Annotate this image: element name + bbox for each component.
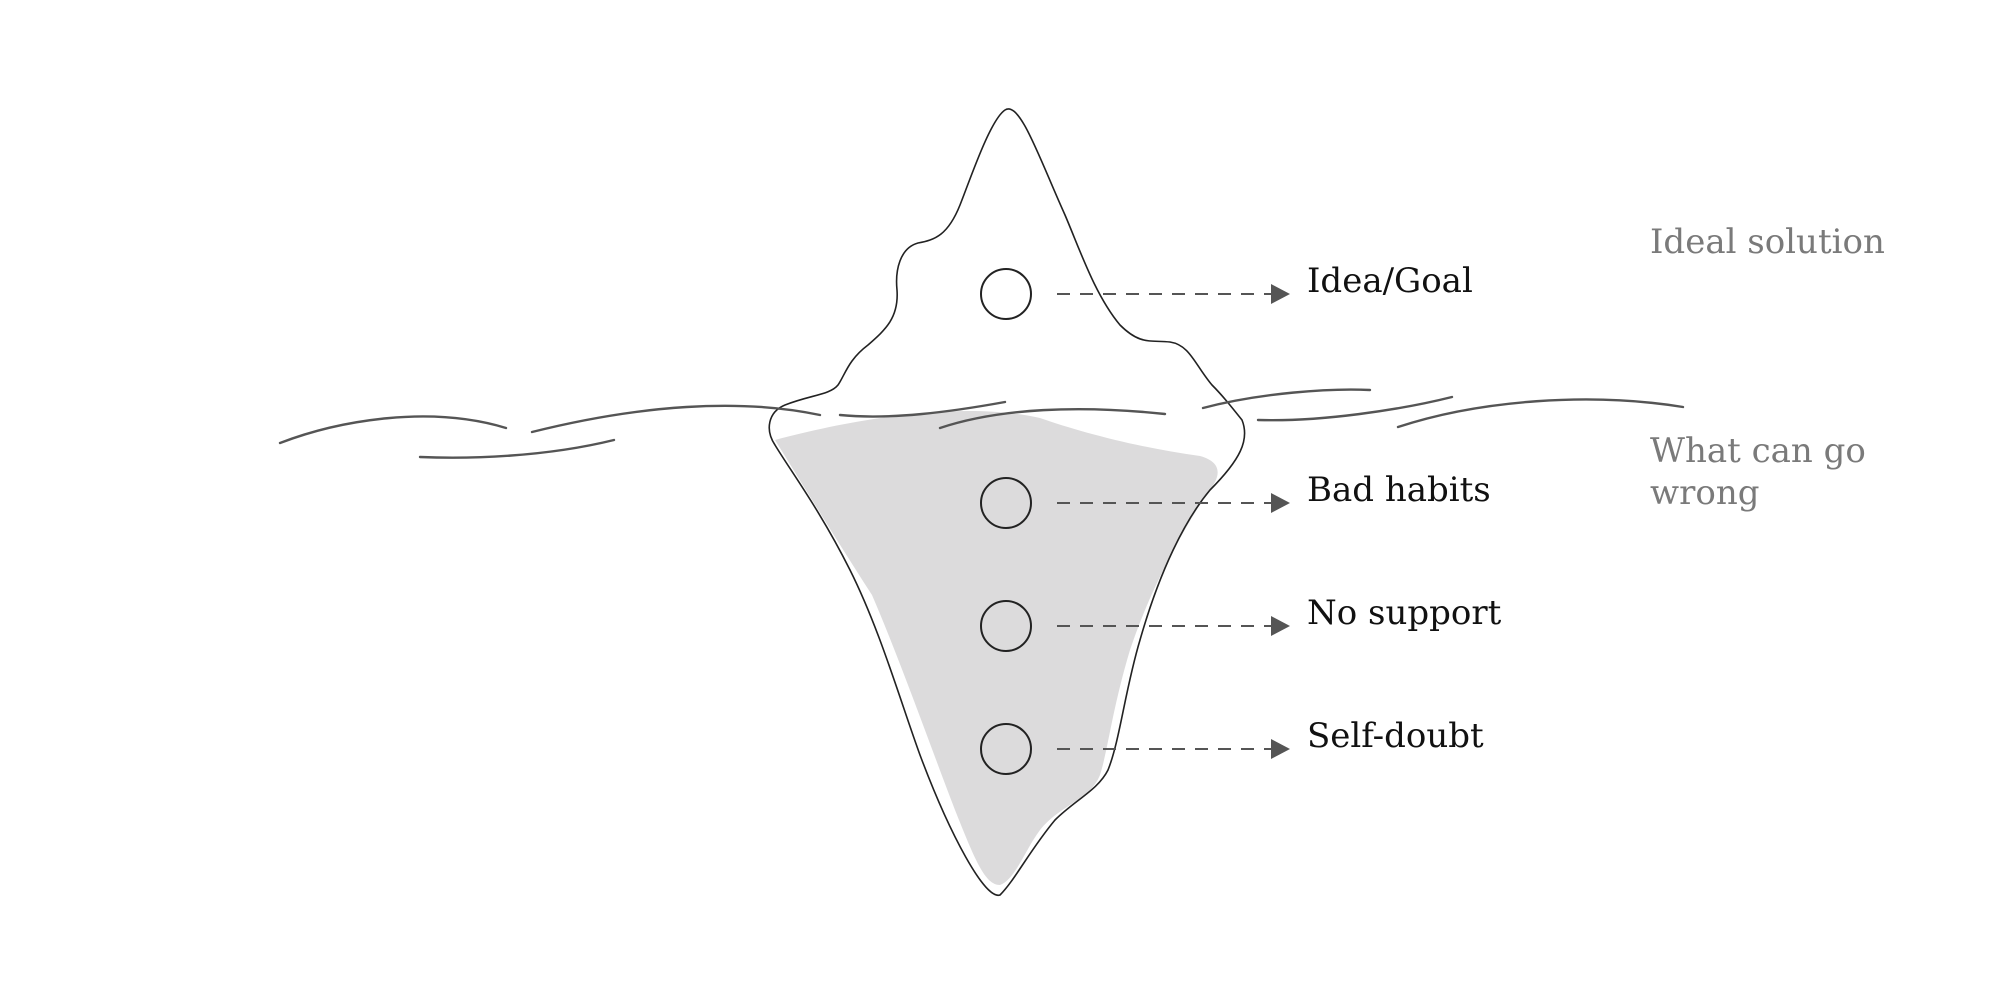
water-line bbox=[938, 408, 1167, 430]
iceberg-outline bbox=[768, 108, 1246, 896]
side-label-ideal-solution: Ideal solution bbox=[1650, 222, 1885, 262]
side-label-what-can-go-wrong: What can go wrong bbox=[1650, 431, 1866, 513]
item-label-no-support: No support bbox=[1307, 593, 1502, 633]
item-label-idea-goal: Idea/Goal bbox=[1307, 261, 1473, 301]
arrow-head-icon bbox=[1271, 284, 1290, 304]
item-label-bad-habits: Bad habits bbox=[1307, 470, 1491, 510]
arrow-head-icon bbox=[1271, 616, 1290, 636]
marker-circle bbox=[980, 268, 1032, 320]
water-line bbox=[418, 438, 616, 459]
item-label-self-doubt: Self-doubt bbox=[1307, 716, 1484, 756]
water-line bbox=[530, 404, 822, 434]
underwater-shade bbox=[775, 410, 1218, 885]
water-line bbox=[1256, 395, 1454, 422]
marker-circle bbox=[980, 723, 1032, 775]
arrow-head-icon bbox=[1271, 493, 1290, 513]
marker-circle bbox=[980, 600, 1032, 652]
water-line bbox=[278, 415, 508, 445]
marker-circle bbox=[980, 477, 1032, 529]
water-lines bbox=[278, 388, 1685, 459]
water-line bbox=[1201, 388, 1372, 410]
arrow-head-icon bbox=[1271, 739, 1290, 759]
water-line bbox=[1396, 398, 1685, 429]
water-line bbox=[838, 400, 1007, 418]
